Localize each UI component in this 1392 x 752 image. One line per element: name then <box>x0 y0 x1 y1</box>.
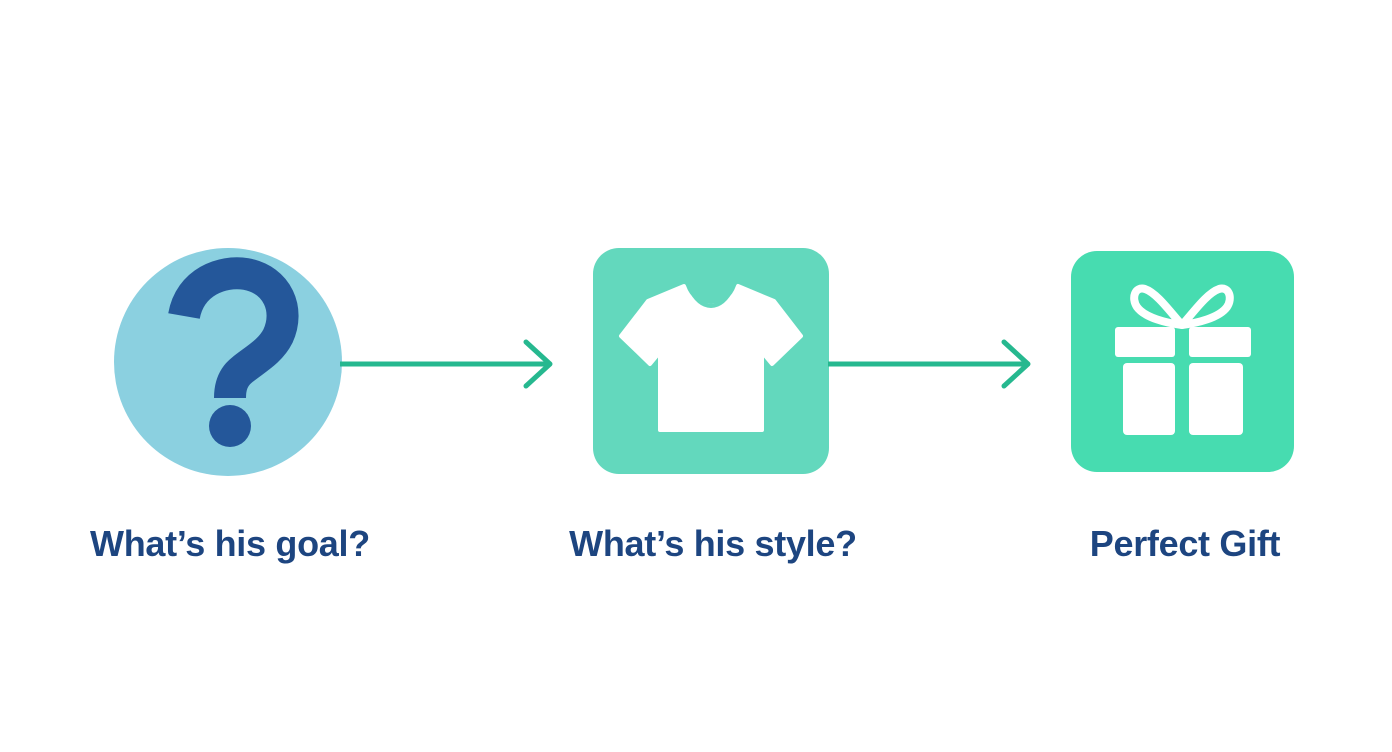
gift-step-tile <box>1071 251 1294 472</box>
perfect-gift-label: Perfect Gift <box>1089 523 1281 564</box>
style-step-tile <box>593 248 829 474</box>
arrow-connector-2 <box>828 339 1031 389</box>
goal-step-circle <box>114 248 342 476</box>
arrow-connector-1 <box>340 339 553 389</box>
goal-label: What’s his goal? <box>90 523 370 564</box>
question-mark-icon <box>168 257 299 447</box>
gift-box-icon <box>1115 284 1251 435</box>
t-shirt-icon <box>619 284 803 432</box>
style-label: What’s his style? <box>569 523 857 564</box>
